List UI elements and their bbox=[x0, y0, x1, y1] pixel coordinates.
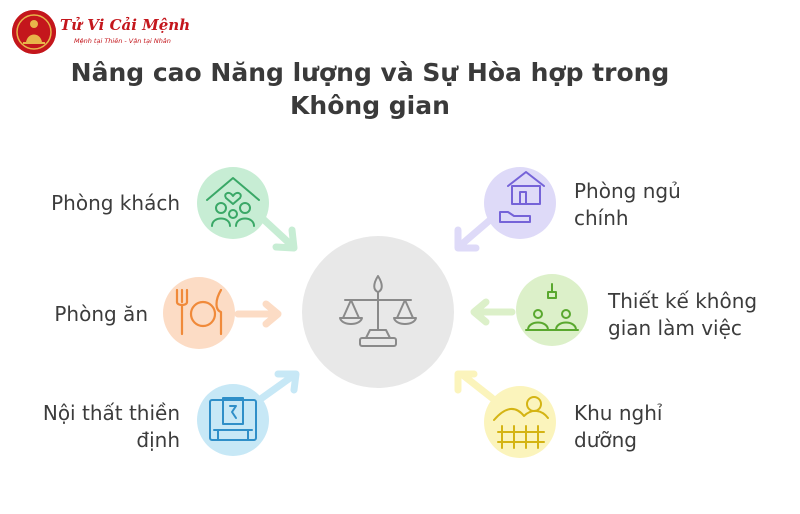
house-bed-icon bbox=[499, 171, 545, 223]
arrow-from-leisure bbox=[454, 370, 496, 402]
title-line-1: Nâng cao Năng lượng và Sự Hòa hợp trong bbox=[70, 58, 670, 87]
dining-circle bbox=[163, 277, 235, 349]
balance-scale-icon bbox=[339, 275, 417, 347]
title-line-2: Không gian bbox=[290, 91, 450, 120]
workspace-icon bbox=[525, 283, 579, 331]
arrow-from-dining bbox=[234, 300, 282, 328]
meditation-circle bbox=[197, 384, 269, 456]
label-meditation-line-1: Nội thất thiền bbox=[42, 401, 180, 425]
label-dining: Phòng ăn bbox=[54, 302, 148, 326]
label-workspace-line-1: Thiết kế không bbox=[608, 289, 758, 313]
label-workspace: Thiết kế không gian làm việc bbox=[608, 288, 757, 342]
brand-logo[interactable]: Tử Vi Cải Mệnh Mệnh tại Thiên - Vận tại … bbox=[12, 10, 190, 56]
label-bedroom: Phòng ngủ chính bbox=[574, 178, 681, 232]
buddha-logo-icon bbox=[12, 10, 56, 54]
fork-plate-knife-icon bbox=[175, 288, 223, 336]
label-leisure-line-1: Khu nghỉ bbox=[574, 401, 663, 425]
arrow-from-bedroom bbox=[454, 216, 494, 252]
arrow-from-meditation bbox=[258, 370, 300, 402]
label-workspace-line-2: gian làm việc bbox=[608, 316, 742, 340]
label-bedroom-line-2: chính bbox=[574, 206, 629, 230]
label-meditation: Nội thất thiền định bbox=[18, 400, 180, 454]
logo-title: Tử Vi Cải Mệnh bbox=[60, 16, 191, 34]
label-leisure: Khu nghỉ dưỡng bbox=[574, 400, 662, 454]
label-living-room: Phòng khách bbox=[51, 191, 180, 215]
family-house-icon bbox=[206, 177, 260, 227]
meditation-room-icon bbox=[209, 397, 257, 441]
label-leisure-line-2: dưỡng bbox=[574, 428, 637, 452]
page-title: Nâng cao Năng lượng và Sự Hòa hợp trong … bbox=[0, 56, 740, 122]
logo-subtitle: Mệnh tại Thiên - Vận tại Nhân bbox=[74, 37, 171, 45]
workspace-circle bbox=[516, 274, 588, 346]
sun-landscape-icon bbox=[493, 396, 549, 449]
label-meditation-line-2: định bbox=[136, 428, 180, 452]
arrow-from-living-room bbox=[258, 214, 298, 252]
label-bedroom-line-1: Phòng ngủ bbox=[574, 179, 681, 203]
arrow-from-workspace bbox=[470, 298, 516, 326]
leisure-circle bbox=[484, 386, 556, 458]
